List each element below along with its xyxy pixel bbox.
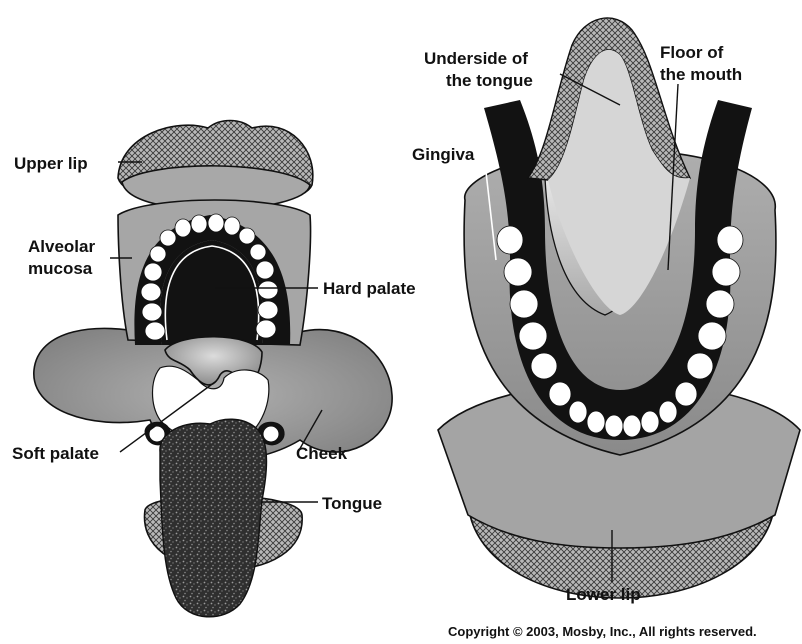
label-upper-lip: Upper lip xyxy=(14,154,88,173)
label-cheek: Cheek xyxy=(296,444,348,463)
label-floor-2: the mouth xyxy=(660,65,742,84)
open-mouth-figure xyxy=(34,121,392,617)
label-hard-palate: Hard palate xyxy=(323,279,416,298)
label-tongue: Tongue xyxy=(322,494,382,513)
label-lower-lip: Lower lip xyxy=(566,585,641,604)
label-alveolar-mucosa-2: mucosa xyxy=(28,259,93,278)
label-underside-1: Underside of xyxy=(424,49,528,68)
label-alveolar-mucosa-1: Alveolar xyxy=(28,237,95,256)
label-gingiva: Gingiva xyxy=(412,145,475,164)
label-soft-palate: Soft palate xyxy=(12,444,99,463)
tongue xyxy=(160,419,267,617)
copyright-notice: Copyright © 2003, Mosby, Inc., All right… xyxy=(448,624,757,639)
label-underside-2: the tongue xyxy=(446,71,533,90)
label-floor-1: Floor of xyxy=(660,43,724,62)
